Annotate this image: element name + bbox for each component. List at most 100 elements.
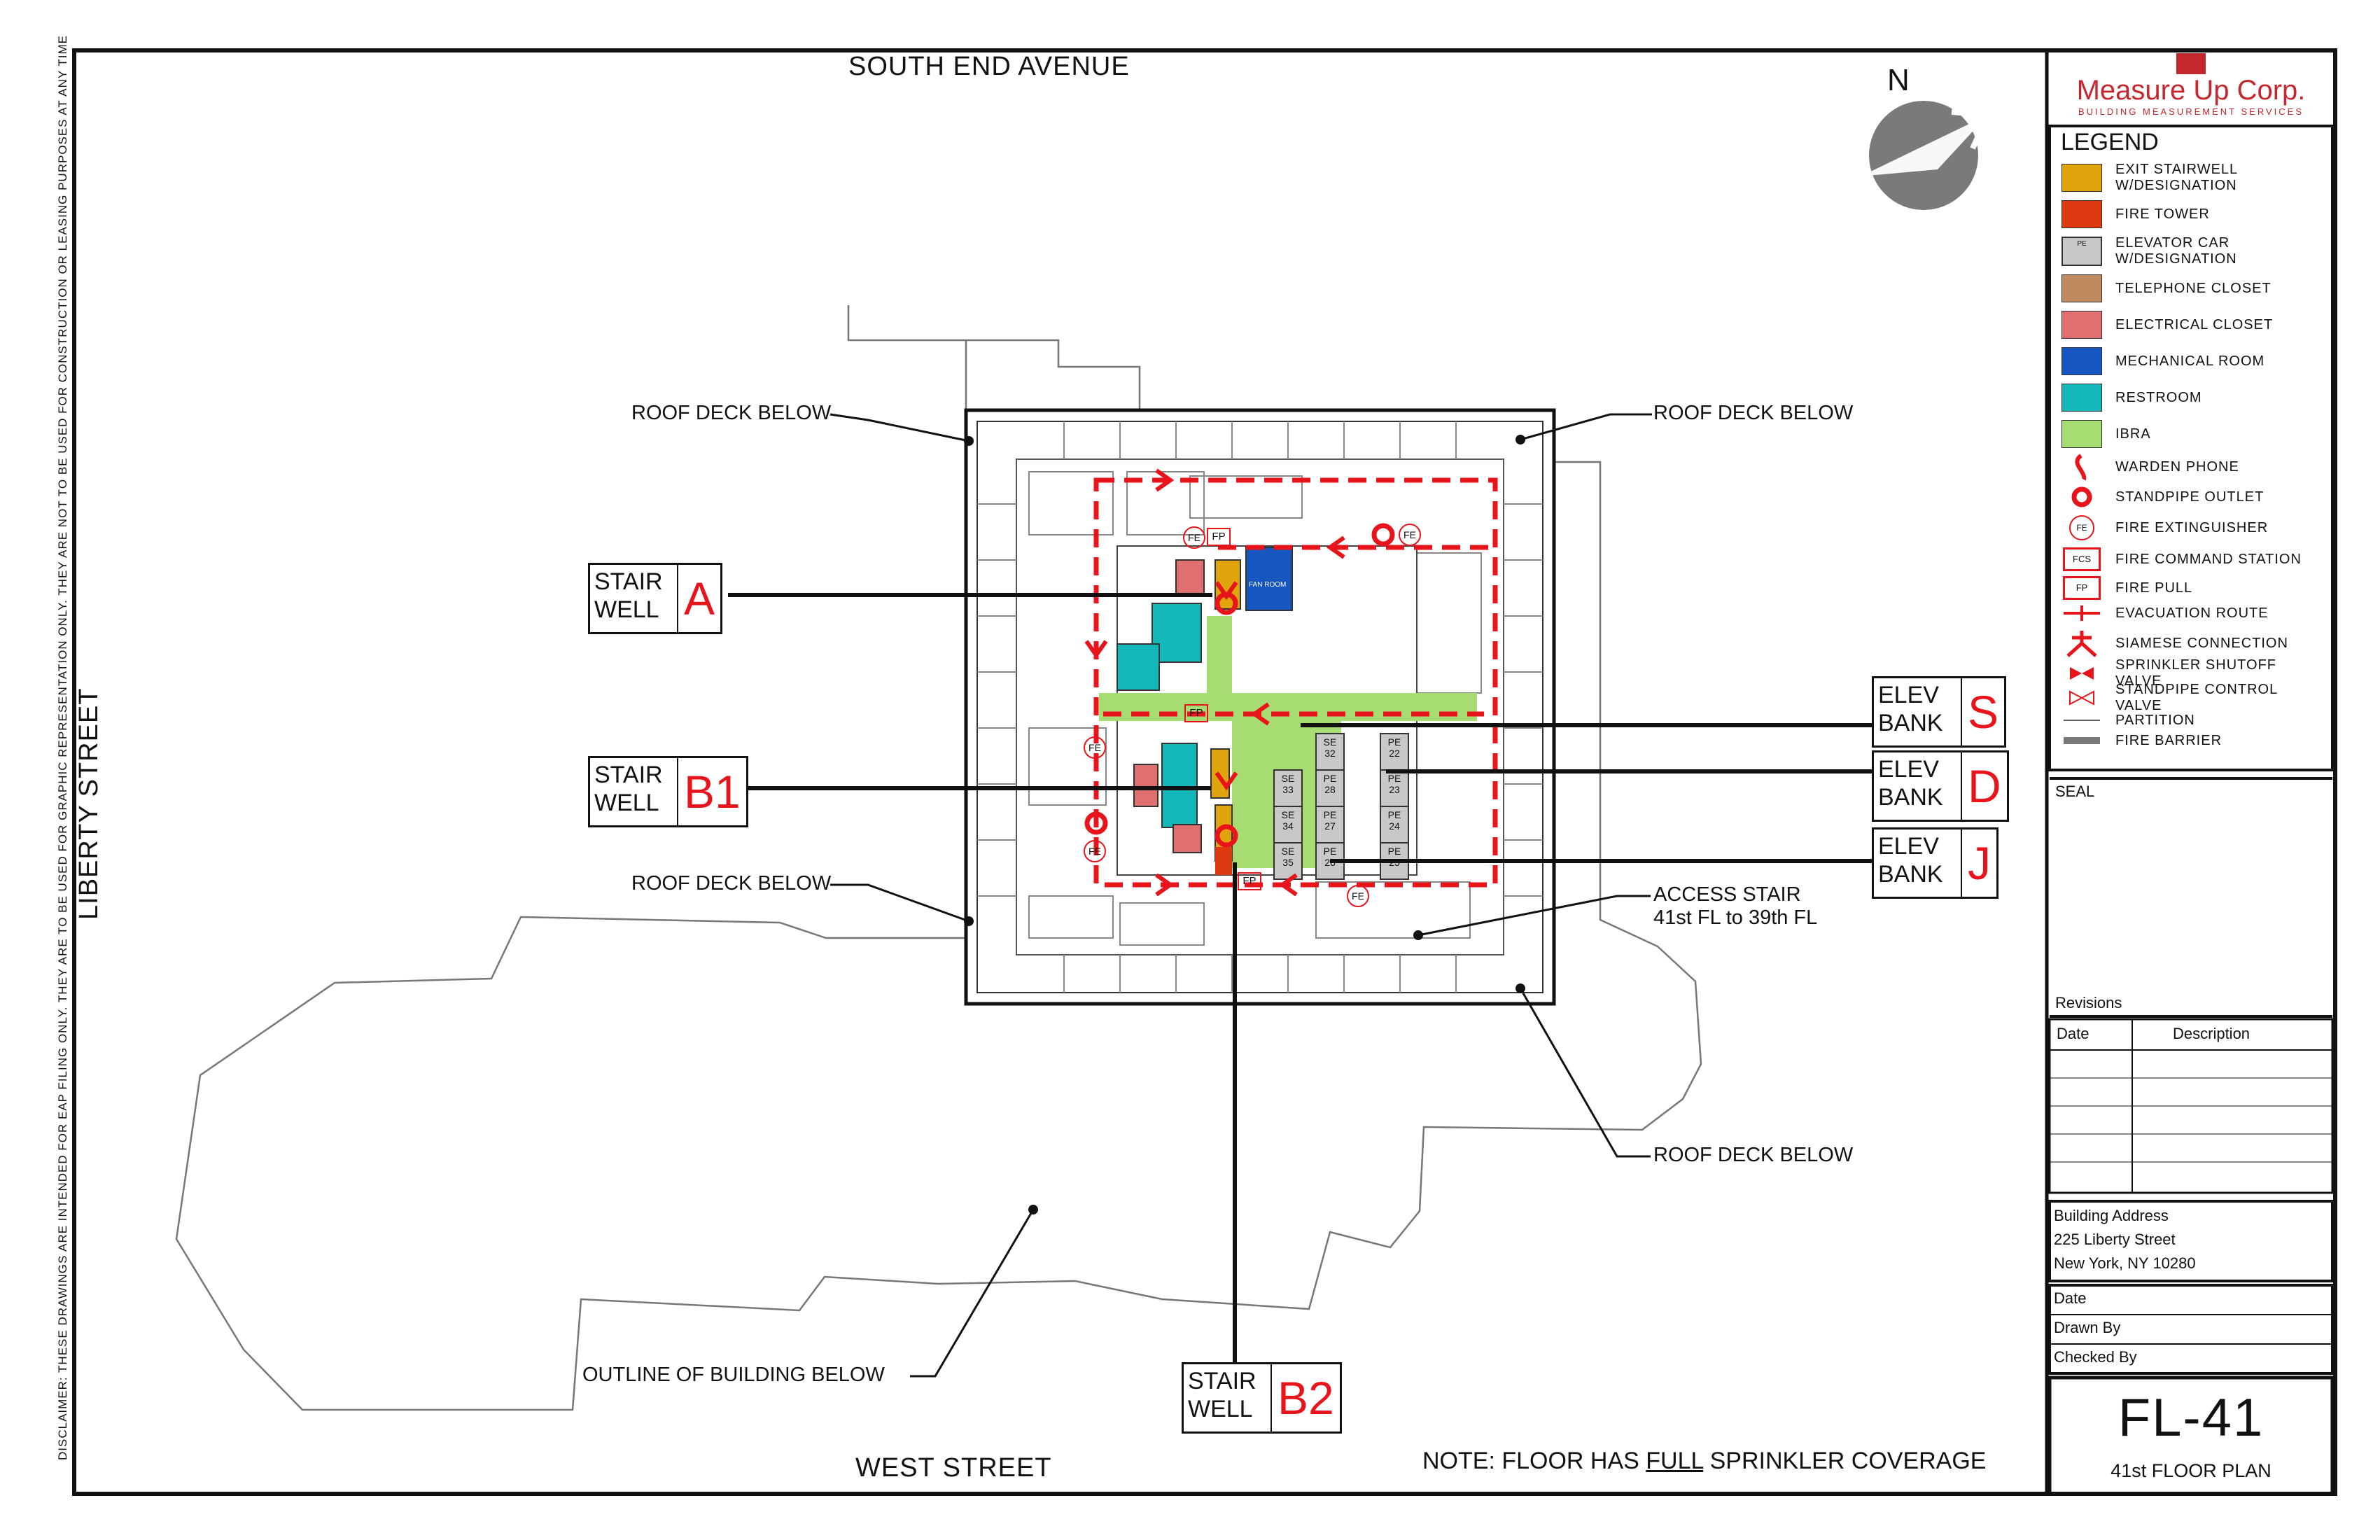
warden-phone-icon [2061, 453, 2103, 481]
legend-item-label: IBRA [2115, 426, 2151, 442]
fire-extinguisher-icon: FE [1183, 526, 1205, 549]
legend-swatch-icon [2061, 274, 2103, 302]
sheet-border [72, 48, 2337, 1496]
sprinkler-note: NOTE: FLOOR HAS FULL SPRINKLER COVERAGE [1422, 1448, 1987, 1474]
legend-item-label: STANDPIPE CONTROL VALVE [2115, 682, 2278, 713]
legend-item-label: FIRE COMMAND STATION [2115, 551, 2302, 567]
legend-item: FP FIRE PULL [2061, 575, 2327, 601]
legend-item: FCS FIRE COMMAND STATION [2061, 543, 2327, 575]
legend-item-label: EXIT STAIRWELL W/DESIGNATION [2115, 162, 2238, 193]
revision-date-header: Date [2057, 1025, 2090, 1042]
drawn-by-label: Drawn By [2054, 1319, 2121, 1336]
electrical-closet-south-2 [1133, 764, 1158, 807]
callout-outline-below: OUTLINE OF BUILDING BELOW [582, 1364, 885, 1386]
fan-room-label: FAN ROOM [1249, 581, 1287, 589]
legend-item: ELECTRICAL CLOSET [2061, 307, 2327, 343]
legend-swatch-icon [2061, 164, 2103, 192]
legend-item: FIRE BARRIER [2061, 731, 2327, 750]
fire-extinguisher-icon: FE [2061, 514, 2103, 542]
callout-leaders [830, 413, 1652, 1378]
badge-connectors [728, 593, 1872, 1362]
fire-barrier-icon [2061, 727, 2103, 755]
sheet-number: FL-41 [2118, 1388, 2264, 1448]
legend-item-label: FIRE BARRIER [2115, 732, 2222, 748]
fire-pull-icon: FP [1207, 528, 1231, 546]
callout-access-stair: ACCESS STAIR 41st FL to 39th FL [1653, 883, 1818, 929]
legend-item: PE ELEVATOR CAR W/DESIGNATION [2061, 232, 2327, 270]
legend-item-label: TELEPHONE CLOSET [2115, 280, 2272, 296]
legend-swatch-icon [2061, 420, 2103, 448]
logo-mark-icon [2176, 53, 2206, 74]
legend-item-label: STANDPIPE OUTLET [2115, 489, 2264, 505]
standpipe-control-valve-icon [2061, 684, 2103, 712]
legend-item: IBRA [2061, 416, 2327, 452]
legend-item: SIAMESE CONNECTION [2061, 626, 2327, 661]
legend-item-label: ELECTRICAL CLOSET [2115, 316, 2274, 332]
legend-item-label: RESTROOM [2115, 389, 2202, 405]
elevator-car-icon: PE [2061, 237, 2103, 266]
callout-roof-deck-se: ROOF DECK BELOW [1653, 1144, 1854, 1166]
callout-roof-deck-nw: ROOF DECK BELOW [631, 402, 832, 424]
legend-item: TELEPHONE CLOSET [2061, 270, 2327, 307]
legend-item-label: PARTITION [2115, 712, 2195, 728]
legend-item: SPRINKLER SHUTOFF VALVE [2061, 657, 2327, 689]
legend-item: STANDPIPE OUTLET [2061, 482, 2327, 512]
standpipe-outlets [1084, 523, 1395, 848]
legend-item-label: WARDEN PHONE [2115, 458, 2239, 475]
title-block-lines [2047, 125, 2334, 1496]
fire-pull-icon: FP [2061, 574, 2103, 602]
partition-icon [2061, 706, 2103, 734]
restroom-north-2 [1116, 643, 1160, 691]
electrical-closet-north [1175, 559, 1205, 596]
fire-extinguisher-icon: FE [1347, 885, 1369, 907]
elevator-bank-geometry [1273, 733, 1409, 880]
legend-item-label: MECHANICAL ROOM [2115, 353, 2265, 369]
legend-swatch-icon [2061, 311, 2103, 339]
fire-pull-icon: FP [1238, 872, 1261, 890]
legend-item-label: FIRE PULL [2115, 580, 2193, 596]
stairwell-b1 [1210, 748, 1230, 799]
fan-room [1245, 547, 1293, 611]
seal-label: SEAL [2055, 783, 2095, 800]
restroom-south [1161, 743, 1198, 828]
date-field-label: Date [2054, 1289, 2087, 1307]
legend-item-label: EVACUATION ROUTE [2115, 605, 2269, 621]
building-below-outline [175, 305, 1702, 1411]
fire-pull-icon: FP [1184, 704, 1208, 722]
legend-item-label: FIRE EXTINGUISHER [2115, 519, 2269, 536]
evacuation-route-icon [2061, 599, 2103, 627]
legend-item: PARTITION [2061, 710, 2327, 731]
revision-description-header: Description [2173, 1025, 2250, 1042]
legend-item-label: ELEVATOR CAR W/DESIGNATION [2115, 235, 2237, 267]
fire-command-station-icon: FCS [2061, 545, 2103, 573]
street-west: LIBERTY STREET [74, 687, 104, 920]
fire-extinguisher-icon: FE [1399, 524, 1421, 546]
callout-roof-deck-w: ROOF DECK BELOW [631, 872, 832, 895]
legend-item: FE FIRE EXTINGUISHER [2061, 512, 2327, 543]
legend-item: MECHANICAL ROOM [2061, 343, 2327, 379]
legend-swatch-icon [2061, 200, 2103, 228]
restroom-north [1152, 603, 1202, 663]
siamese-connection-icon [2061, 629, 2103, 657]
fire-extinguisher-icon: FE [1084, 840, 1106, 862]
legend-item: RESTROOM [2061, 379, 2327, 416]
legend-item: EVACUATION ROUTE [2061, 601, 2327, 626]
compass-label: N [1887, 63, 1910, 97]
checked-by-label: Checked By [2054, 1348, 2137, 1366]
north-arrow [1861, 101, 1993, 210]
